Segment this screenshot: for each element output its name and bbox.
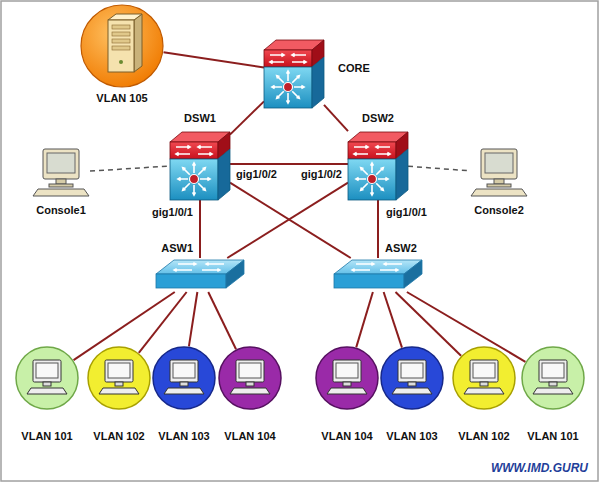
vlan-host-icon [218,346,282,410]
vlan-host-icon [315,346,379,410]
vlan-host-icon [521,346,585,410]
network-link [230,183,351,258]
network-link [377,200,379,258]
node-label: VLAN 103 [384,430,439,443]
vlan-host-icon [15,346,79,410]
node-label: VLAN 105 [94,92,149,105]
vlan-host-icon [87,346,151,410]
console-terminal-icon [32,148,90,198]
node-label: VLAN 104 [222,430,277,443]
console-terminal: Console1 [32,148,90,198]
distribution-switch-icon [348,128,408,200]
access-switch: ASW1 [156,258,244,292]
core-switch: CORE [264,36,324,108]
vlan-host: VLAN 103 [152,346,216,410]
network-link [208,292,236,349]
vlan-host-icon [452,346,516,410]
port-label: gig1/0/1 [150,206,195,219]
vlan-host: VLAN 103 [380,346,444,410]
vlan-host: VLAN 101 [521,346,585,410]
server-icon-icon [80,4,164,88]
node-label: Console1 [34,204,88,217]
vlan-host: VLAN 104 [315,346,379,410]
vlan-host-icon [380,346,444,410]
distribution-switch: DSW1 [170,128,230,200]
network-link [230,163,348,165]
network-link [395,292,461,356]
core-switch-icon [264,36,324,108]
server-icon: VLAN 105 [80,4,164,88]
node-label: ASW1 [159,242,195,255]
node-label: ASW2 [383,242,419,255]
network-link [139,292,187,353]
console-terminal-icon [470,148,528,198]
node-label: Console2 [472,204,526,217]
network-link [356,292,373,347]
node-label: VLAN 102 [91,430,146,443]
access-switch-icon [156,258,244,292]
distribution-switch: DSW2 [348,128,408,200]
console-link [408,166,470,171]
port-label: gig1/0/2 [299,168,344,181]
network-link [230,101,264,134]
vlan-host: VLAN 102 [87,346,151,410]
port-label: gig1/0/1 [384,206,429,219]
console-link [90,166,170,171]
access-switch: ASW2 [334,258,422,292]
distribution-switch-icon [170,128,230,200]
network-link [324,105,348,131]
watermark: WWW.IMD.GURU [489,462,590,475]
node-label: VLAN 101 [19,430,74,443]
network-link [227,183,348,258]
network-link [189,292,197,346]
network-link [164,52,264,67]
console-terminal: Console2 [470,148,528,198]
vlan-host: VLAN 104 [218,346,282,410]
vlan-host: VLAN 102 [452,346,516,410]
node-label: VLAN 104 [319,430,374,443]
access-switch-icon [334,258,422,292]
node-label: VLAN 101 [525,430,580,443]
vlan-host-icon [152,346,216,410]
vlan-host: VLAN 101 [15,346,79,410]
network-link [384,292,402,348]
node-label: VLAN 102 [456,430,511,443]
node-label: DSW2 [360,112,396,125]
node-label: CORE [336,62,372,75]
port-label: gig1/0/2 [234,168,279,181]
node-label: DSW1 [182,112,218,125]
network-link [199,200,201,258]
node-label: VLAN 103 [156,430,211,443]
